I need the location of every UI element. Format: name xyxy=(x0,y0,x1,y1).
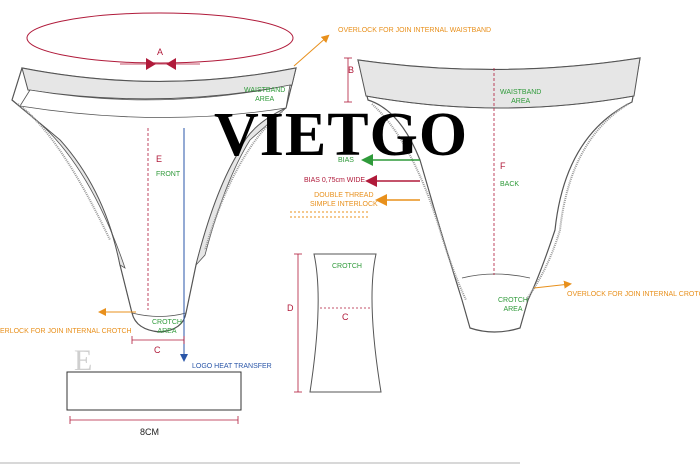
measure-b: B xyxy=(348,65,355,75)
ghost-letter: E xyxy=(74,344,93,377)
measure-e: E xyxy=(156,154,163,164)
logo-heat-transfer-label: LOGO HEAT TRANSFER xyxy=(192,363,272,370)
measure-a: A xyxy=(157,47,164,57)
measure-c-crotch: C xyxy=(342,312,349,322)
vietgo-watermark: VIETGO xyxy=(214,101,469,169)
bias-wide-label: BIAS 0,75cm WIDE xyxy=(304,177,366,184)
back-label: BACK xyxy=(500,181,520,188)
crotch-piece-label: CROTCH xyxy=(332,263,362,270)
bias-label: BIAS xyxy=(338,157,354,164)
measure-8cm: 8CM xyxy=(140,427,160,437)
front-brief xyxy=(11,67,297,333)
overlock-waistband-label: OVERLOCK FOR JOIN INTERNAL WAISTBAND xyxy=(338,27,492,34)
back-brief xyxy=(357,57,641,333)
overlock-crotch-right-label: OVERLOCK FOR JOIN INTERNAL CROTCH xyxy=(567,291,700,298)
logo-box xyxy=(66,371,242,411)
double-thread-label: DOUBLE THREAD SIMPLE INTERLOCK xyxy=(310,192,378,208)
measure-f: F xyxy=(500,161,506,171)
overlock-crotch-left-label: ERLOCK FOR JOIN INTERNAL CROTCH xyxy=(0,328,132,335)
measure-c-front: C xyxy=(154,345,161,355)
crotch-area-front: CROTCH AREA xyxy=(152,319,182,335)
waistband-area-back: WAISTBAND AREA xyxy=(500,89,542,105)
measure-d: D xyxy=(287,303,294,313)
waist-opening-ellipse xyxy=(26,12,294,64)
crotch-area-back: CROTCH AREA xyxy=(498,297,528,313)
front-label: FRONT xyxy=(156,171,181,178)
waistband-area-front: WAISTBAND AREA xyxy=(244,87,286,103)
crotch-piece xyxy=(309,253,382,393)
